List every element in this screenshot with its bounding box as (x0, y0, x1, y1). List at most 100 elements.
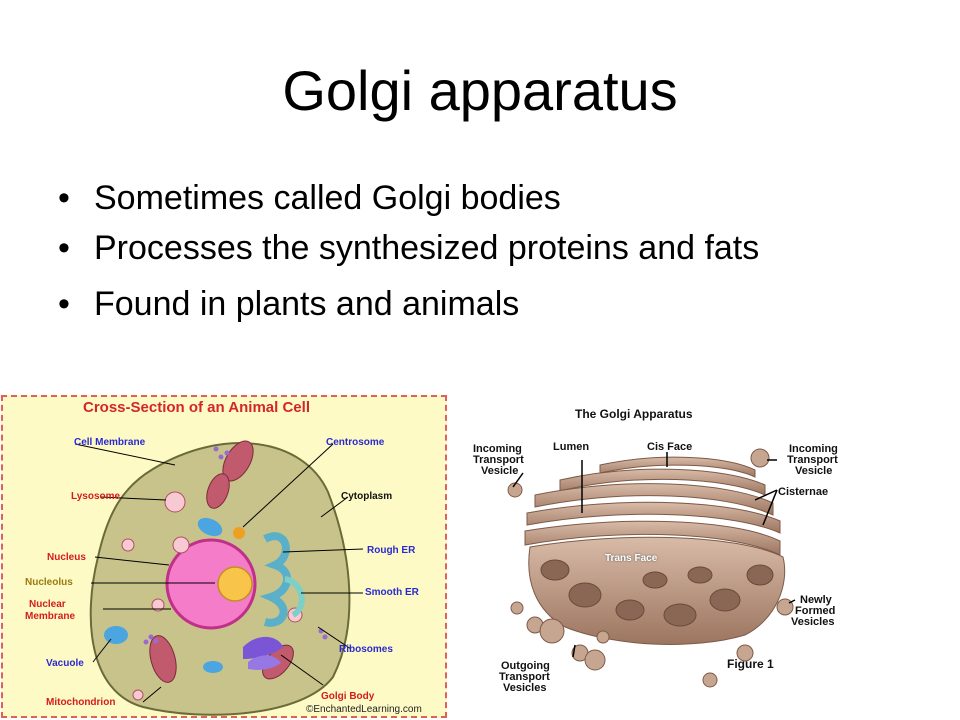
label-cytoplasm: Cytoplasm (341, 491, 393, 502)
figure-caption: Figure 1 (727, 657, 774, 671)
leader-line (282, 548, 364, 553)
smooth-er-shape (284, 576, 305, 618)
label-lumen: Lumen (553, 441, 590, 453)
ribosome-shape (218, 454, 224, 460)
mitochondrion-shape (206, 473, 230, 509)
free-vesicle (736, 644, 754, 662)
animal-cell-illustration (74, 440, 364, 716)
label-cell-membrane: Cell Membrane (74, 437, 146, 448)
nucleus-shape (165, 538, 257, 630)
vesicle-shape (746, 564, 774, 586)
cisterna-shape (534, 483, 774, 516)
label-newly-1: Newly (800, 594, 832, 606)
leader-line (572, 644, 576, 658)
leader-line (512, 472, 524, 488)
bullet-item: •Found in plants and animals (58, 282, 938, 326)
label-newly-2: Formed (795, 605, 836, 617)
leader-line (94, 556, 170, 566)
ribosome-shape (322, 634, 328, 640)
label-mitochondrion: Mitochondrion (46, 697, 116, 708)
bullet-list: • Sometimes called Golgi bodies • Processe… (58, 176, 938, 332)
copyright-text: ©EnchantedLearning.com (306, 704, 422, 715)
label-outgoing-3: Vesicles (503, 682, 547, 694)
cisterna-shape (526, 501, 781, 534)
leader-line (762, 489, 778, 526)
ribosome-shape (153, 638, 159, 644)
free-vesicle (510, 601, 524, 615)
leader-line (100, 496, 167, 501)
golgi-body-shape (243, 636, 283, 659)
vesicle-shape (568, 582, 602, 608)
vacuole-shape (104, 626, 128, 644)
free-vesicle (584, 649, 606, 671)
leader-line (788, 599, 796, 604)
ribosome-shape (213, 446, 219, 452)
label-nucleolus: Nucleolus (25, 577, 73, 588)
free-vesicle (596, 630, 610, 644)
label-incoming-right-3: Vesicle (795, 465, 833, 477)
label-newly-3: Vesicles (791, 616, 835, 628)
label-smooth-er: Smooth ER (365, 587, 419, 598)
label-lysosome: Lysosome (71, 491, 121, 502)
bullet-item: • Sometimes called Golgi bodies (58, 176, 938, 220)
bullet-item: • Processes the synthesized proteins and … (58, 226, 938, 270)
bullet-dot: • (58, 229, 70, 267)
label-cisternae: Cisternae (778, 486, 829, 498)
golgi-illustration (507, 448, 796, 688)
leader-line (754, 489, 778, 501)
label-nuclear-membrane-2: Membrane (25, 611, 76, 622)
leader-line (142, 686, 162, 703)
label-incoming-left-2: Transport (473, 454, 524, 466)
mitochondrion-shape (149, 635, 177, 683)
lysosome-shape (132, 689, 144, 701)
leader-line (92, 638, 112, 663)
golgi-diagram: The Golgi Apparatus Incoming Transport V… (455, 395, 855, 718)
bullet-text: Processes the synthesized proteins and f… (94, 229, 760, 267)
label-incoming-left-3: Vesicle (481, 465, 519, 477)
vesicle-shape (709, 588, 741, 612)
cisterna-shape (599, 456, 756, 478)
label-golgi-body: Golgi Body (321, 691, 375, 702)
label-ribosomes: Ribosomes (339, 644, 393, 655)
vesicle-shape (687, 566, 713, 584)
leader-line (320, 496, 349, 518)
slide-title: Golgi apparatus (282, 59, 678, 122)
animal-cell-diagram: Cross-Section of an Animal Cell Cell Mem… (1, 395, 447, 718)
bullet-text: Sometimes called Golgi bodies (94, 179, 561, 217)
nucleolus-shape (217, 566, 253, 602)
label-outgoing-1: Outgoing (501, 660, 550, 672)
golgi-body-shape (248, 655, 281, 670)
label-incoming-left-1: Incoming (473, 443, 522, 455)
free-vesicle (750, 448, 770, 468)
golgi-diagram-title: The Golgi Apparatus (575, 407, 693, 421)
vesicle-shape (642, 571, 668, 589)
lysosome-shape (164, 491, 186, 513)
ribosome-shape (224, 450, 230, 456)
cell-diagram-title: Cross-Section of an Animal Cell (83, 399, 310, 416)
lysosome-shape (151, 598, 165, 612)
bullet-dot: • (58, 285, 70, 323)
leader-line (280, 654, 324, 686)
label-cis-face: Cis Face (647, 441, 693, 453)
label-outgoing-2: Transport (499, 671, 550, 683)
bullet-dot: • (58, 179, 70, 217)
label-rough-er: Rough ER (367, 545, 416, 556)
free-vesicle (539, 618, 565, 644)
label-vacuole: Vacuole (46, 658, 84, 669)
ribosome-shape (148, 634, 154, 640)
leader-line (317, 626, 352, 650)
vesicle-shape (540, 559, 570, 581)
lysosome-shape (172, 536, 190, 554)
centrosome-shape (233, 527, 245, 539)
vesicle-shape (615, 599, 645, 621)
label-trans-face: Trans Face (605, 553, 658, 564)
leader-line (242, 443, 334, 528)
label-centrosome: Centrosome (326, 437, 385, 448)
vacuole-shape (197, 517, 223, 537)
vacuole-shape (203, 661, 223, 673)
label-incoming-right-2: Transport (787, 454, 838, 466)
label-nucleus: Nucleus (47, 552, 86, 563)
free-vesicle (702, 672, 718, 688)
label-nuclear-membrane-1: Nuclear (29, 599, 66, 610)
